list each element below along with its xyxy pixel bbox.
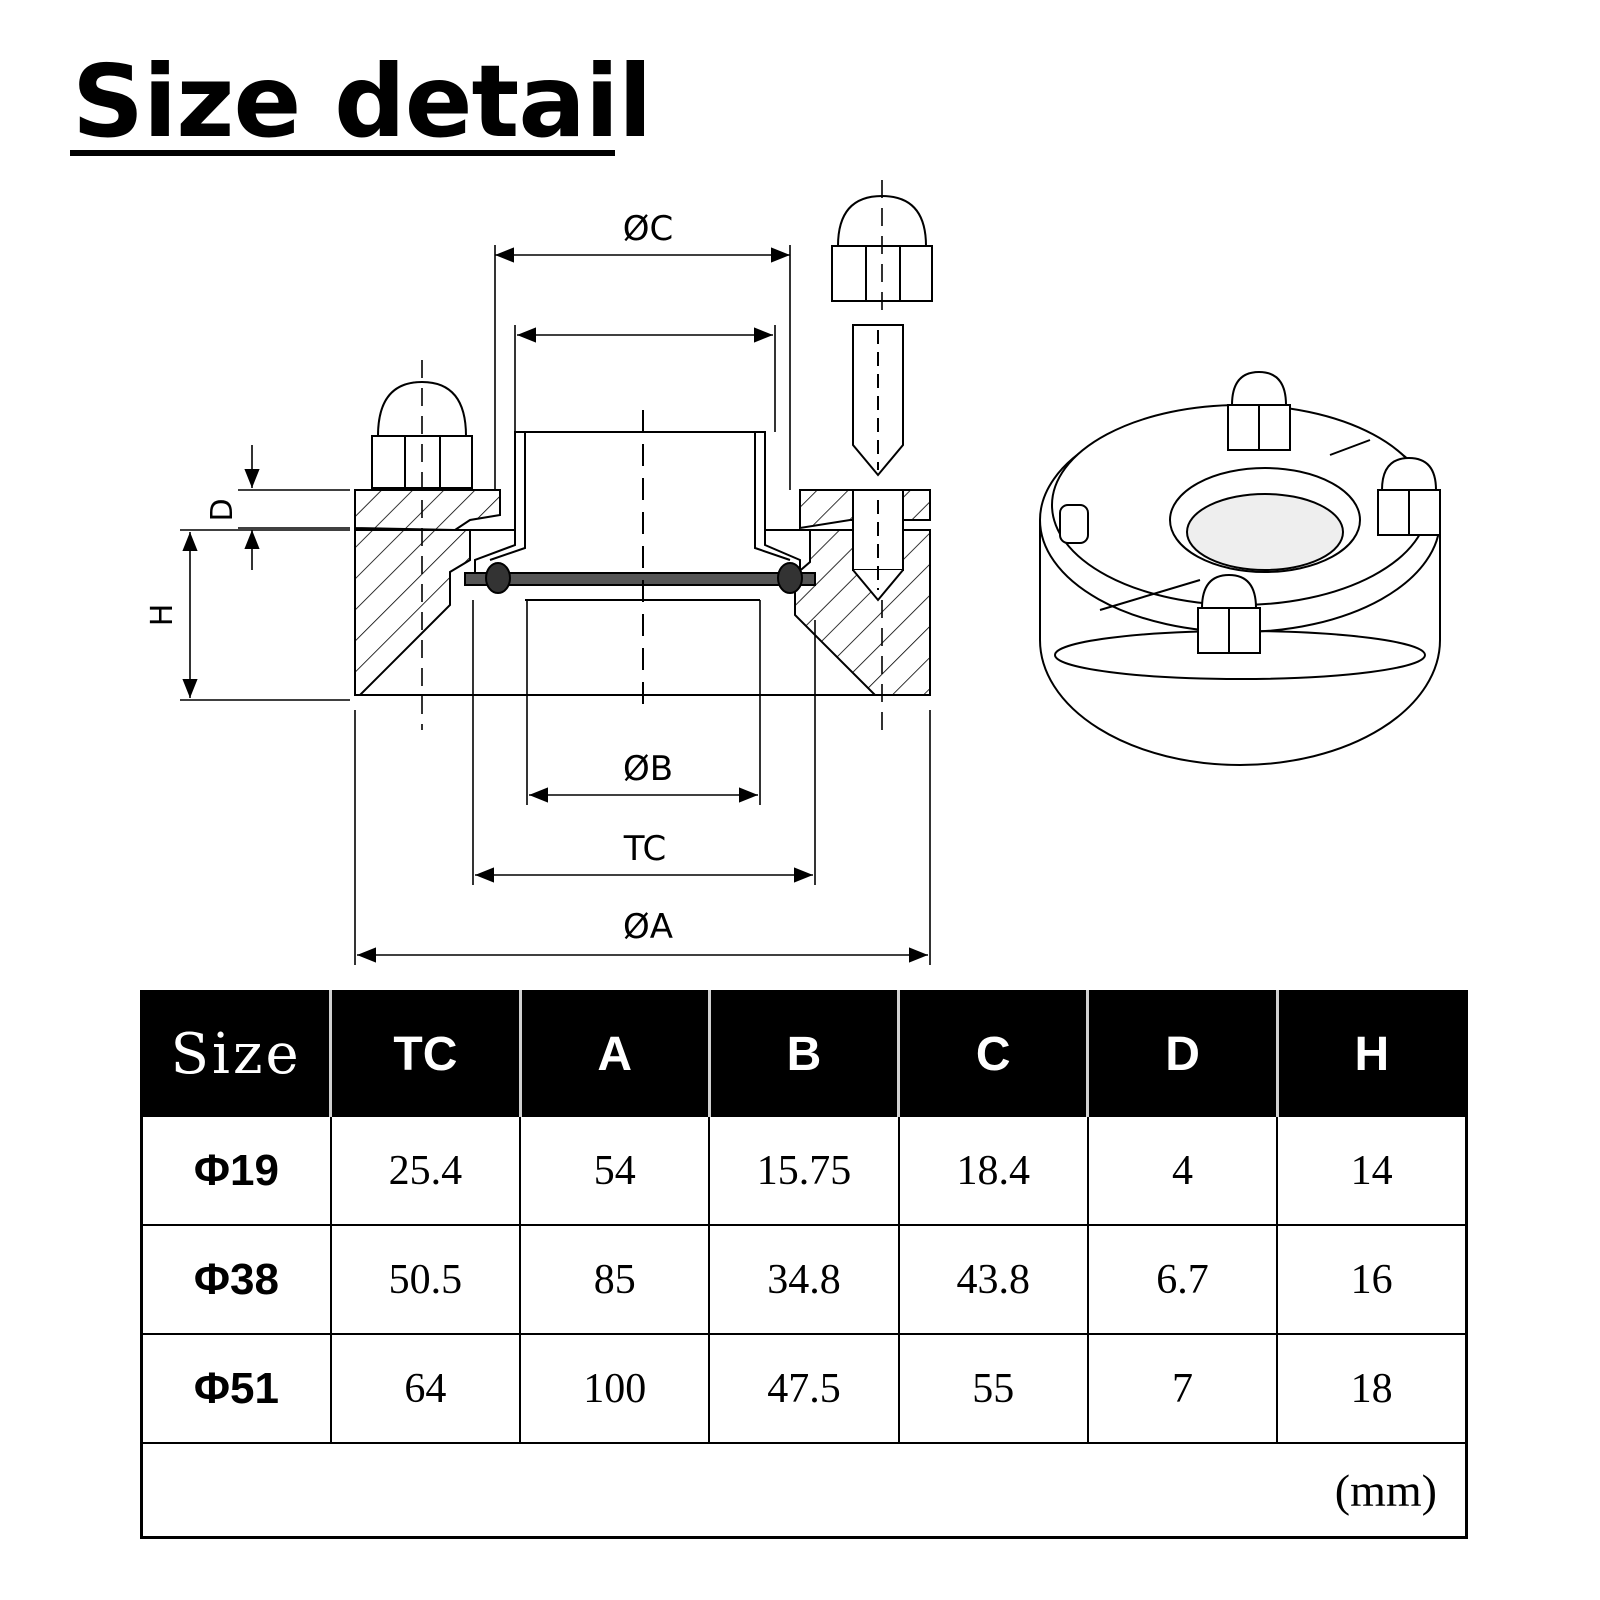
header-size: Size [141, 991, 333, 1116]
dim-label-c: ØC [623, 209, 674, 249]
iso-nut-right [1377, 456, 1441, 536]
body-left-section [354, 529, 471, 696]
clamp-plate-left [354, 489, 501, 532]
table-cell: 25.4 [329, 1115, 522, 1226]
isometric-view [1039, 370, 1441, 766]
table-row: Φ51 64 100 47.5 55 7 18 [140, 1333, 1468, 1444]
table-cell: 47.5 [708, 1333, 900, 1444]
table-cell: Φ38 [140, 1224, 332, 1335]
table-cell: 15.75 [708, 1115, 900, 1226]
table-cell: 100 [519, 1333, 711, 1444]
size-table: Size TC A B C D H Φ19 25.4 54 15.75 18.4… [140, 990, 1468, 1539]
dimensions [180, 245, 931, 965]
title-underline [70, 150, 615, 156]
table-cell: 14 [1276, 1115, 1468, 1226]
iso-nut-top [1227, 370, 1291, 451]
table-cell: 50.5 [329, 1224, 522, 1335]
table-cell: 43.8 [897, 1224, 1089, 1335]
ferrule [474, 431, 801, 579]
dim-label-h: H [145, 604, 180, 627]
table-cell: 18 [1276, 1333, 1468, 1444]
table-cell: Φ51 [140, 1333, 332, 1444]
unit-row: (mm) [140, 1442, 1468, 1539]
header-a: A [520, 991, 711, 1116]
header-tc: TC [330, 991, 522, 1116]
table-cell: 7 [1086, 1333, 1279, 1444]
table-cell: 6.7 [1086, 1224, 1279, 1335]
unit-label: (mm) [140, 1442, 1468, 1539]
dim-label-tc: TC [623, 829, 667, 869]
page-title: Size detail [72, 43, 652, 160]
table-cell: 16 [1276, 1224, 1468, 1335]
table-row: Φ38 50.5 85 34.8 43.8 6.7 16 [140, 1224, 1468, 1335]
cross-section [354, 324, 931, 696]
dim-label-d: D [205, 498, 240, 521]
acorn-nut-right [831, 180, 933, 735]
table-cell: 4 [1086, 1115, 1279, 1226]
table-cell: 34.8 [708, 1224, 900, 1335]
iso-nut-front [1197, 573, 1261, 654]
table-cell: 18.4 [897, 1115, 1089, 1226]
dim-label-a: ØA [623, 907, 673, 947]
gasket [464, 572, 816, 586]
table-cell: 85 [519, 1224, 711, 1335]
table-cell: 64 [329, 1333, 522, 1444]
header-h: H [1277, 991, 1467, 1116]
header-c: C [898, 991, 1090, 1116]
table-cell: 54 [519, 1115, 711, 1226]
table-cell: Φ19 [140, 1115, 332, 1226]
dim-label-b: ØB [623, 749, 673, 789]
header-d: D [1087, 991, 1279, 1116]
table-cell: 55 [897, 1333, 1089, 1444]
technical-drawing: ØC ØB TC ØA D H [145, 180, 1441, 965]
table-header-row: Size TC A B C D H [141, 991, 1467, 1116]
table-row: Φ19 25.4 54 15.75 18.4 4 14 [140, 1115, 1468, 1226]
header-b: B [709, 991, 901, 1116]
acorn-nut-left [371, 360, 473, 730]
